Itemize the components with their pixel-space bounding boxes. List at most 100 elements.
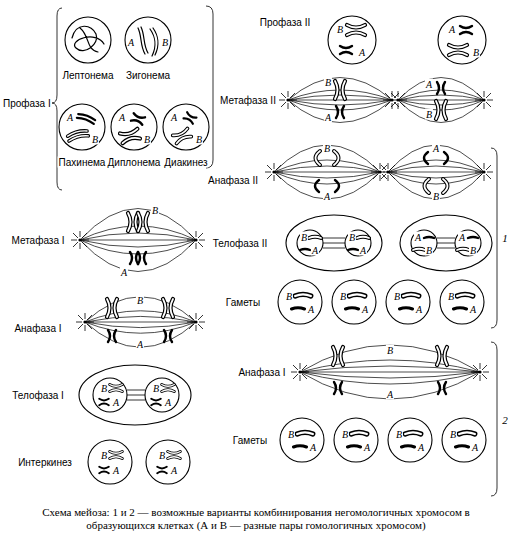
chromatid-a [300,249,310,250]
bracket [491,342,497,496]
chromosome-letter: B [324,77,332,88]
chromatid-a [346,308,359,309]
chromosome-letter: A [164,397,172,408]
nucleus [145,378,179,412]
chromosome-letter: A [359,245,367,256]
chromatid-a [456,446,469,447]
gamete [332,280,376,324]
spindle [437,238,455,248]
chromosome-letter: B [472,47,480,58]
cell [328,16,376,64]
chromatid-b [316,151,321,165]
chromosome-letter: A [323,191,331,202]
chromosome-a [138,252,146,264]
stage-label: Анафаза I [237,367,286,378]
cell [65,17,111,63]
chromosome-letter: A [415,304,423,315]
chromosome-b [107,299,117,317]
cell [79,365,191,425]
cell [88,440,132,484]
stage-label: Анафаза II [207,175,259,186]
chromosome-a [151,399,161,405]
cell [111,104,157,150]
chromatid-b [334,151,339,165]
chromosome-letter: B [100,383,108,394]
chromosome-letter: A [307,304,315,315]
chromatin [150,28,158,56]
chromosome-a [334,382,342,394]
chromatid-a [454,308,467,309]
cell [438,16,486,64]
chromosome-a [340,46,352,54]
chromosome-letter: B [425,109,433,120]
chromatid-a [402,446,415,447]
bracket [491,148,497,328]
stage-label: Интеркинез [17,457,73,468]
chromosome-letter: B [341,429,349,440]
chromosome-letter: B [447,291,455,302]
chromosome-a [437,82,445,94]
chromosome-b [173,128,191,143]
chromosome-letter: B [425,245,433,256]
stage-label: Телофаза II [212,238,268,249]
cell [59,104,105,150]
chromosome-a [108,330,116,342]
chromatid-b [413,249,425,250]
chromosome-a [130,252,138,264]
chromosome-letter: B [339,291,347,302]
chromosome-a [99,399,109,405]
chromosome-letter: B [393,291,401,302]
gamete [334,418,378,462]
chromosome-b [335,81,345,99]
chromosome-a [164,330,172,342]
chromosome-b [163,299,173,317]
stage-label: Профаза I [2,98,52,109]
aster [279,91,297,109]
chromosome-letter: A [361,304,369,315]
chromatid-a [400,308,413,309]
aster [187,313,205,331]
gamete [280,418,324,462]
chromosome-letter: A [363,442,371,453]
gamete [386,280,430,324]
chromosome-b [162,385,175,392]
nucleus [297,230,323,256]
chromosome-letter: B [143,134,151,145]
chromosome-letter: A [136,339,144,350]
chromosome-letter: A [386,389,394,400]
chromatid-b [457,294,473,296]
stage-label: Метафаза I [10,235,65,246]
chromatid-a [294,446,307,447]
chromosome-b [437,347,447,365]
chromosome-letter: A [66,112,74,123]
chromosome-letter: B [161,37,169,48]
chromatin [72,26,104,52]
chromatid-a [444,152,448,164]
chromosome-letter: B [151,205,159,216]
chromosome-b [436,101,446,119]
chromosome-letter: A [324,112,332,123]
chromatid-b [357,237,369,238]
stage-label: Метафаза II [219,95,277,106]
stage-label: Пахинема [58,157,107,168]
chromosome-letter: A [311,245,319,256]
stage-label: Профаза II [259,17,311,28]
gamete [278,280,322,324]
spindle [80,209,196,272]
chromosome-a [438,382,446,394]
brace [206,6,213,168]
chromosome-letter: B [287,429,295,440]
chromatid-a [292,308,305,309]
aster [265,163,283,181]
stage-label: Гаметы [225,297,261,308]
chromosome-letter: A [417,442,425,453]
chromatid-a [335,180,339,192]
chromosome-a [184,112,197,124]
cell [400,215,492,271]
chromatid-a [468,237,478,238]
aster [389,91,407,109]
chromosome-letter: A [458,232,466,243]
chromatid-a [424,237,434,238]
aster [291,363,309,381]
chromatid-b [349,294,365,296]
